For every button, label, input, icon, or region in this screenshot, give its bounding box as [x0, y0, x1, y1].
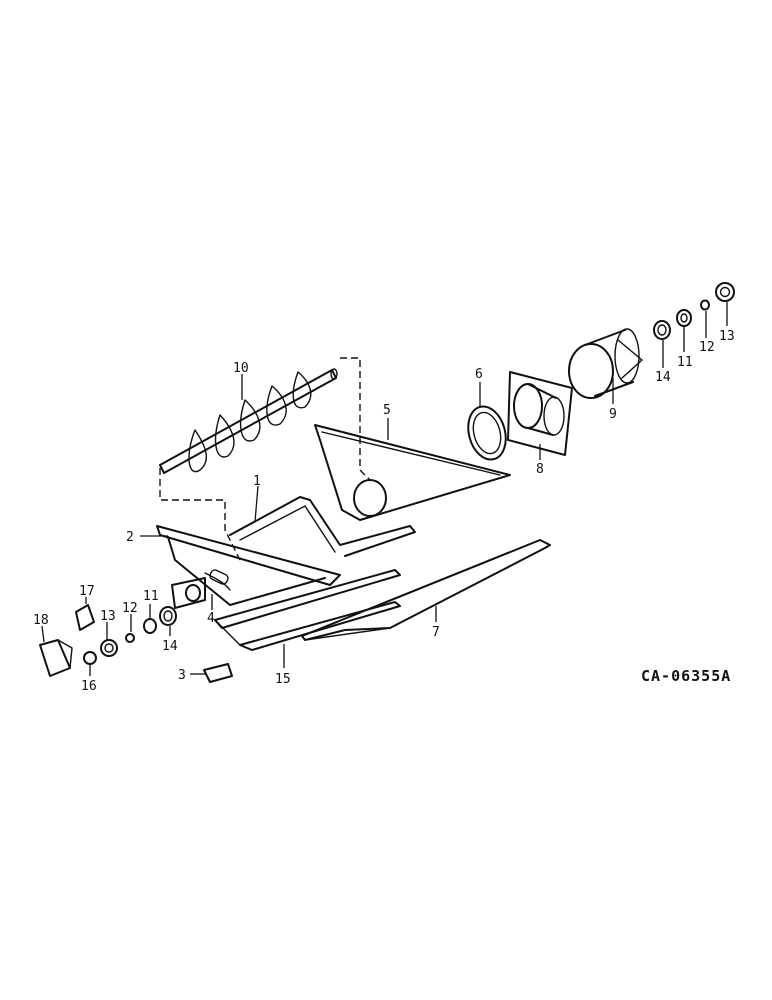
part-1-trough: [229, 496, 416, 557]
right-hardware-group: [653, 282, 735, 340]
part-3-bracket: [203, 663, 233, 683]
callout-14-left: 14: [162, 639, 178, 654]
callout-labels: 10 1 2 3 4 5 6 7 8 9 15 14 11 12 13 11 1…: [33, 329, 735, 694]
callout-5: 5: [383, 403, 391, 418]
callout-9: 9: [609, 407, 617, 422]
part-18-cover: [39, 639, 73, 677]
callout-10: 10: [233, 361, 249, 376]
part-12-right: [700, 299, 710, 311]
part-15-angle-strip: [214, 569, 401, 651]
callout-4: 4: [207, 611, 215, 626]
part-11-left: [143, 618, 157, 634]
part-16-nut: [83, 651, 97, 665]
callout-14-right: 14: [655, 370, 671, 385]
part-10-auger: [159, 357, 371, 561]
callout-13-right: 13: [719, 329, 735, 344]
callout-6: 6: [475, 367, 483, 382]
part-5-side-panel: [314, 424, 511, 521]
callout-1: 1: [253, 474, 261, 489]
part-4-bearing-housing: [171, 577, 206, 609]
part-12-left: [125, 633, 135, 643]
part-11-right: [676, 309, 692, 327]
part-13-left: [100, 639, 118, 657]
callout-11-left: 11: [143, 589, 159, 604]
part-17-clip: [75, 604, 95, 631]
part-13-right: [715, 282, 735, 302]
part-14-left: [159, 606, 177, 626]
callout-17: 17: [79, 584, 95, 599]
callout-15: 15: [275, 672, 291, 687]
callout-18: 18: [33, 613, 49, 628]
part-14-right: [653, 320, 671, 340]
callout-12-left: 12: [122, 601, 138, 616]
part-8-flange-tube: [507, 371, 573, 456]
part-6-gasket-ring: [467, 405, 507, 461]
drawing-code: CA-06355A: [641, 667, 731, 685]
callout-16: 16: [81, 679, 97, 694]
callout-7: 7: [432, 625, 440, 640]
callout-8: 8: [536, 462, 544, 477]
part-7-bottom-plate: [301, 539, 551, 641]
callout-11-right: 11: [677, 355, 693, 370]
callout-13-left: 13: [100, 609, 116, 624]
leader-lines: [41, 302, 728, 676]
callout-2: 2: [126, 530, 134, 545]
part-2-main-frame: [156, 525, 341, 606]
part-9-drum: [568, 328, 643, 399]
left-hardware-group: [39, 604, 177, 677]
callout-12-right: 12: [699, 340, 715, 355]
callout-3: 3: [178, 668, 186, 683]
